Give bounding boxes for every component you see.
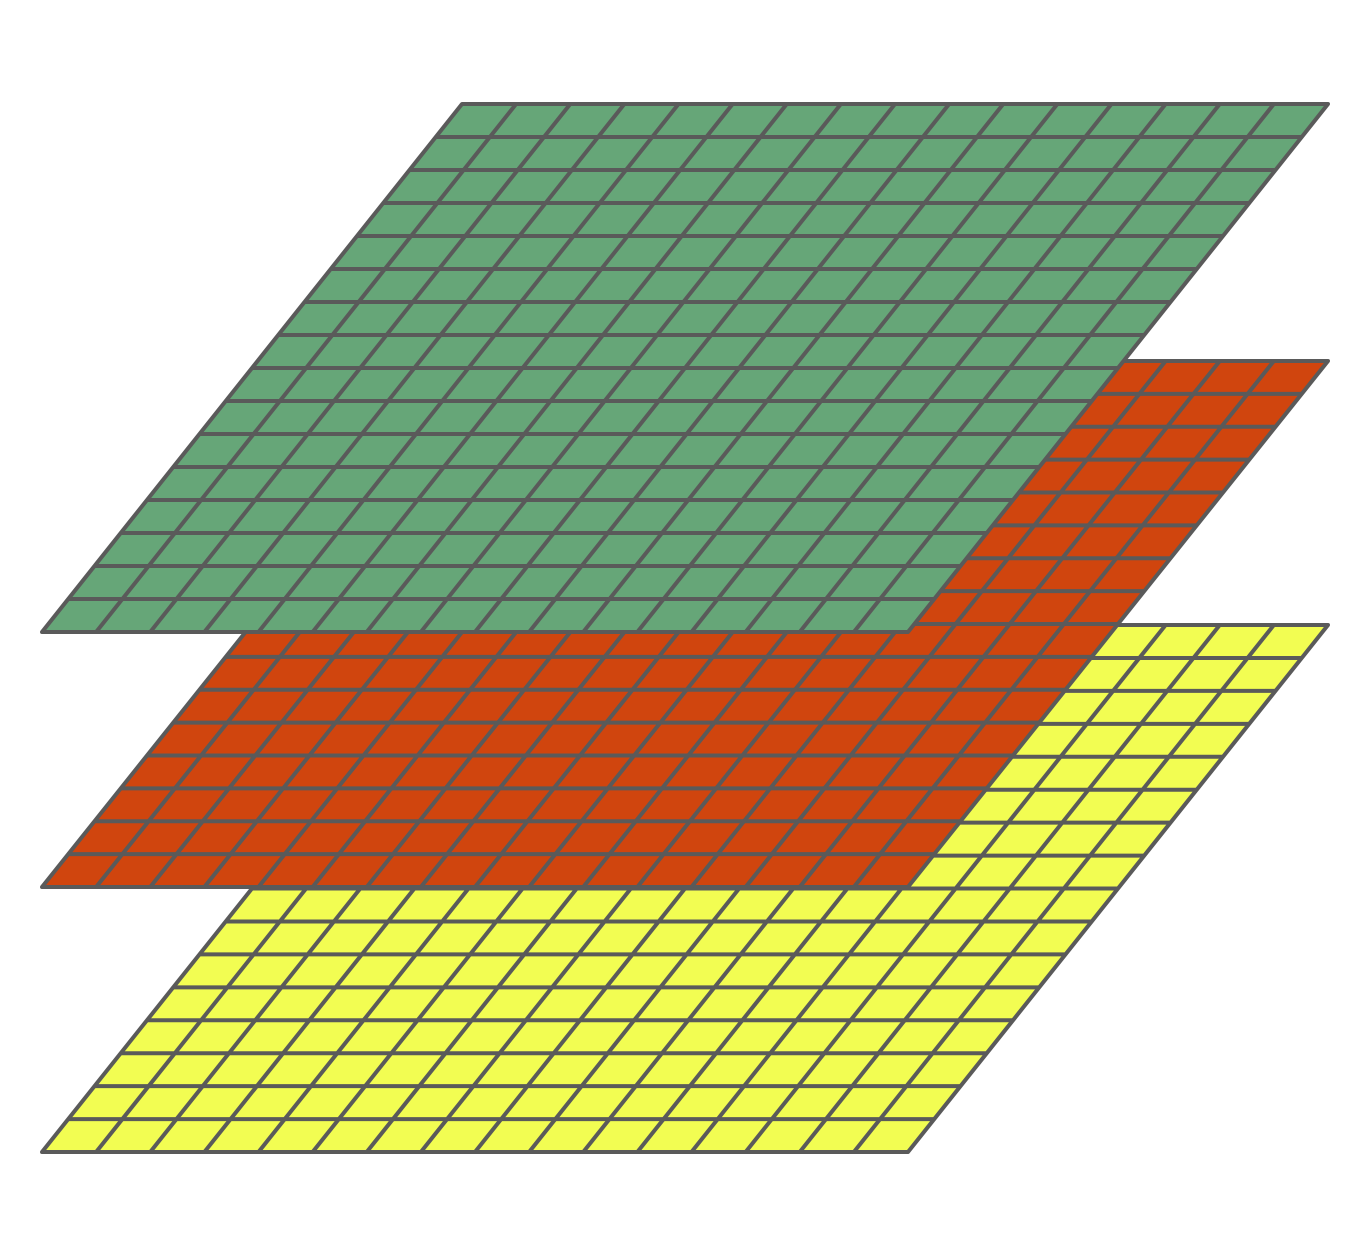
top-layer-grid — [40, 102, 1330, 634]
bottom-layer-column-line — [798, 623, 1222, 1154]
top-layer-column-line — [311, 102, 735, 634]
top-layer-column-line — [419, 102, 843, 634]
middle-layer-column-line — [798, 359, 1222, 889]
top-layer-column-line — [852, 102, 1276, 634]
middle-layer-column-line — [852, 359, 1276, 889]
top-layer-column-line — [635, 102, 1059, 634]
top-layer-column-line — [256, 102, 681, 634]
bottom-layer-column-line — [744, 623, 1168, 1154]
top-layer-column-line — [744, 102, 1168, 634]
middle-layer-column-line — [744, 359, 1168, 889]
top-layer-column-line — [202, 102, 626, 634]
top-layer-column-line — [527, 102, 951, 634]
top-layer-column-line — [365, 102, 789, 634]
top-layer-column-line — [473, 102, 897, 634]
bottom-layer-column-line — [852, 623, 1276, 1154]
top-layer-column-line — [581, 102, 1005, 634]
top-layer-column-line — [148, 102, 572, 634]
top-layer-column-line — [798, 102, 1222, 634]
top-layer-column-line — [689, 102, 1114, 634]
top-layer-column-line — [94, 102, 518, 634]
